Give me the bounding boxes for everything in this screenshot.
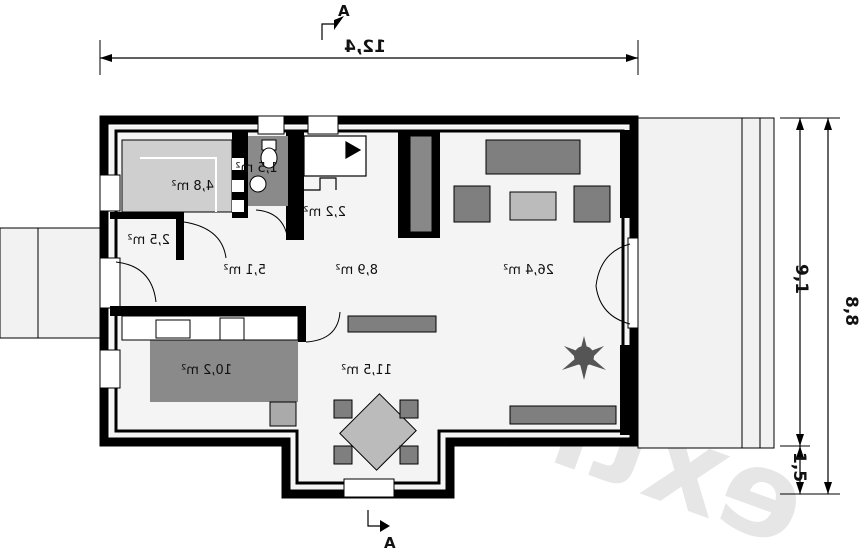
entrance-porch [0,227,103,339]
svg-text:A: A [338,2,350,20]
svg-text:A: A [384,534,396,550]
room-label-kitchen: 10,2 m² [181,363,232,378]
svg-text:1,5: 1,5 [789,452,809,482]
storage-stairs [303,135,367,191]
section-mark-bottom: A [367,510,396,550]
svg-text:12,4: 12,4 [344,37,386,57]
room-label-living: 26,4 m² [503,263,554,278]
toilet [249,139,278,193]
room-label-stairs: 4,8 m² [171,179,214,194]
svg-text:9,1: 9,1 [791,264,811,294]
room-label-wc: 1,5 m² [235,161,278,176]
dining-set [333,393,419,471]
room-label-dining: 11,5 m² [341,363,392,378]
plant-icon [562,336,606,380]
staircase [121,139,244,213]
svg-text:8,8: 8,8 [841,296,860,326]
terrace-right [637,117,775,449]
windows [99,115,639,498]
section-mark-top: A [321,2,350,40]
room-labels: 4,8 m² 1,5 m² 2,2 m² 2,5 m² 5,1 m² 8,9 m… [127,161,554,378]
depth-dimension: 9,1 8,8 1,5 [780,117,860,495]
room-label-corridor: 8,9 m² [335,263,378,278]
doors [115,209,631,343]
living-furniture [347,135,617,425]
outer-wall [99,115,639,499]
room-label-vestibule: 2,5 m² [127,233,170,248]
room-label-storage: 2,2 m² [303,205,346,220]
kitchen-tiles [121,315,299,427]
width-dimension: 12,4 [99,37,639,75]
room-label-hall: 5,1 m² [223,263,266,278]
